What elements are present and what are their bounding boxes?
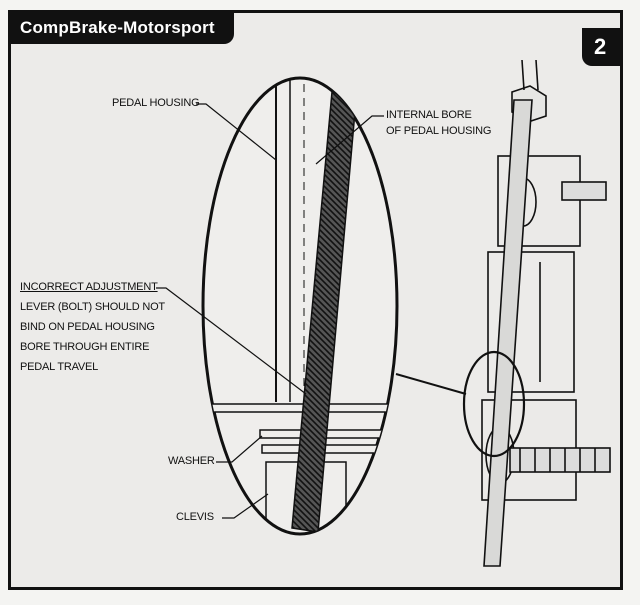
label-washer: WASHER [168, 455, 215, 467]
clevis-leader [222, 493, 269, 519]
label-internal-bore-line1: INTERNAL BORE [386, 109, 472, 121]
label-incorrect-adjustment: INCORRECT ADJUSTMENT [20, 281, 158, 293]
pedal-housing-leader [196, 103, 277, 161]
middle-bracket [487, 251, 575, 393]
upper-side-bolt [561, 181, 607, 201]
magnified-detail [201, 76, 399, 536]
long-rod [483, 99, 533, 567]
leader-lines [156, 103, 384, 519]
title-bar: CompBrake-Motorsport [8, 12, 234, 44]
label-clevis: CLEVIS [176, 511, 214, 523]
label-internal-bore-line2: OF PEDAL HOUSING [386, 125, 492, 137]
washer-leader [216, 435, 263, 463]
pedal-assembly [395, 59, 611, 567]
zoom-connector [395, 373, 467, 395]
label-pedal-housing: PEDAL HOUSING [112, 97, 200, 109]
label-incorrect-line3: BIND ON PEDAL HOUSING [20, 321, 155, 333]
housing-plate-top [203, 403, 397, 413]
label-incorrect-line5: PEDAL TRAVEL [20, 361, 99, 373]
page-number: 2 [594, 34, 607, 59]
zoom-circle [462, 350, 526, 458]
app-title: CompBrake-Motorsport [20, 18, 215, 37]
internal-bore-leader [315, 115, 384, 165]
lower-side-bolt [509, 447, 611, 473]
washer-plate [259, 429, 397, 439]
clevis-plate [261, 444, 397, 454]
label-incorrect-line4: BORE THROUGH ENTIRE [20, 341, 150, 353]
label-incorrect-line2: LEVER (BOLT) SHOULD NOT [20, 301, 165, 313]
page-badge: 2 [582, 28, 620, 66]
incorrect-adjustment-leader [156, 287, 307, 395]
